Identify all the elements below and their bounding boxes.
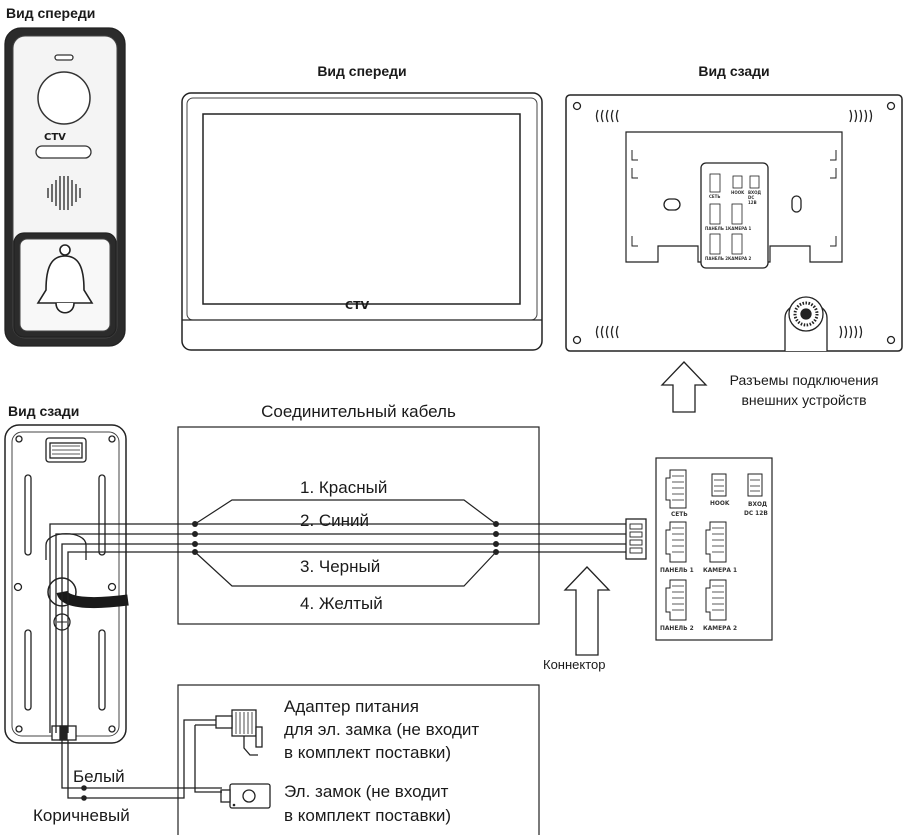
arrow-up-connector-icon [563,566,611,656]
rear-port-label-hook: HOOK [731,190,745,195]
panel-front-heading: Вид спереди [6,5,96,21]
vent-bottom-left [595,325,619,339]
port-connectors-large [665,469,763,621]
lock-junctions [81,785,87,801]
wire-1-label: 1. Красный [300,478,388,497]
connectors-note-line1: Разъемы подключения [729,372,879,388]
rear-ports-small [709,173,760,255]
vent-top-left [595,109,619,123]
adapter-line3: в комплект поставки) [284,743,452,762]
panel-rear-heading: Вид сзади [8,403,80,419]
rear-port-label-power: ВХОД DC 12В [748,190,762,205]
monitor-front [181,92,543,351]
vent-bottom-right [839,325,863,339]
port-label-hook: HOOK [710,499,730,507]
cable-box [177,426,540,625]
speaker-icon [788,296,824,332]
bell-icon [36,244,94,314]
rear-port-label-panel1: ПАНЕЛЬ 1 [705,226,729,231]
rear-port-label-panel2: ПАНЕЛЬ 2 [705,256,729,261]
connectors-note-line2: внешних устройств [741,392,867,408]
cable-outline [194,499,497,587]
port-label-power-1: ВХОД [748,500,768,508]
panel-logo: CTV [44,132,66,143]
wire-brown-label: Коричневый [33,806,130,825]
port-label-power-2: DC 12В [744,509,768,517]
port-label-set: СЕТЬ [671,510,688,518]
port-label-panel1: ПАНЕЛЬ 1 [660,566,694,574]
adapter-line1: Адаптер питания [284,697,419,716]
wire-junctions [192,521,499,555]
arrow-up-icon [660,361,708,413]
lock-line1: Эл. замок (не входит [284,782,449,801]
port-label-panel2: ПАНЕЛЬ 2 [660,624,694,632]
wire-4-label: 4. Желтый [300,594,383,613]
wire-2-label: 2. Синий [300,511,370,530]
rear-port-label-set: СЕТЬ [709,194,721,199]
lock-line2: в комплект поставки) [284,806,452,825]
connector-label: Коннектор [543,657,606,672]
port-label-camera1: КАМЕРА 1 [703,566,738,574]
electric-lock-icon [220,783,271,809]
rear-port-label-camera1: КАМЕРА 1 [728,226,752,231]
cable-wires [49,523,626,733]
mounting-bracket [625,131,843,263]
monitor-front-heading: Вид спереди [317,63,407,79]
cable-title: Соединительный кабель [261,402,456,421]
adapter-line2: для эл. замка (не входит [284,720,480,739]
door-panel-front [4,27,126,347]
monitor-rear [565,94,903,352]
power-adapter-icon [215,709,263,756]
monitor-rear-heading: Вид сзади [698,63,770,79]
rear-port-label-camera2: КАМЕРА 2 [728,256,752,261]
lock-wires [61,719,222,799]
wire-3-label: 3. Черный [300,557,381,576]
vent-top-right [849,109,873,123]
wire-white-label: Белый [73,767,125,786]
door-panel-rear [4,424,129,744]
monitor-logo: CTV [345,299,370,312]
ports-panel [655,457,773,641]
port-label-camera2: КАМЕРА 2 [703,624,738,632]
speaker-grille [47,176,81,210]
connector-plug [625,518,647,560]
